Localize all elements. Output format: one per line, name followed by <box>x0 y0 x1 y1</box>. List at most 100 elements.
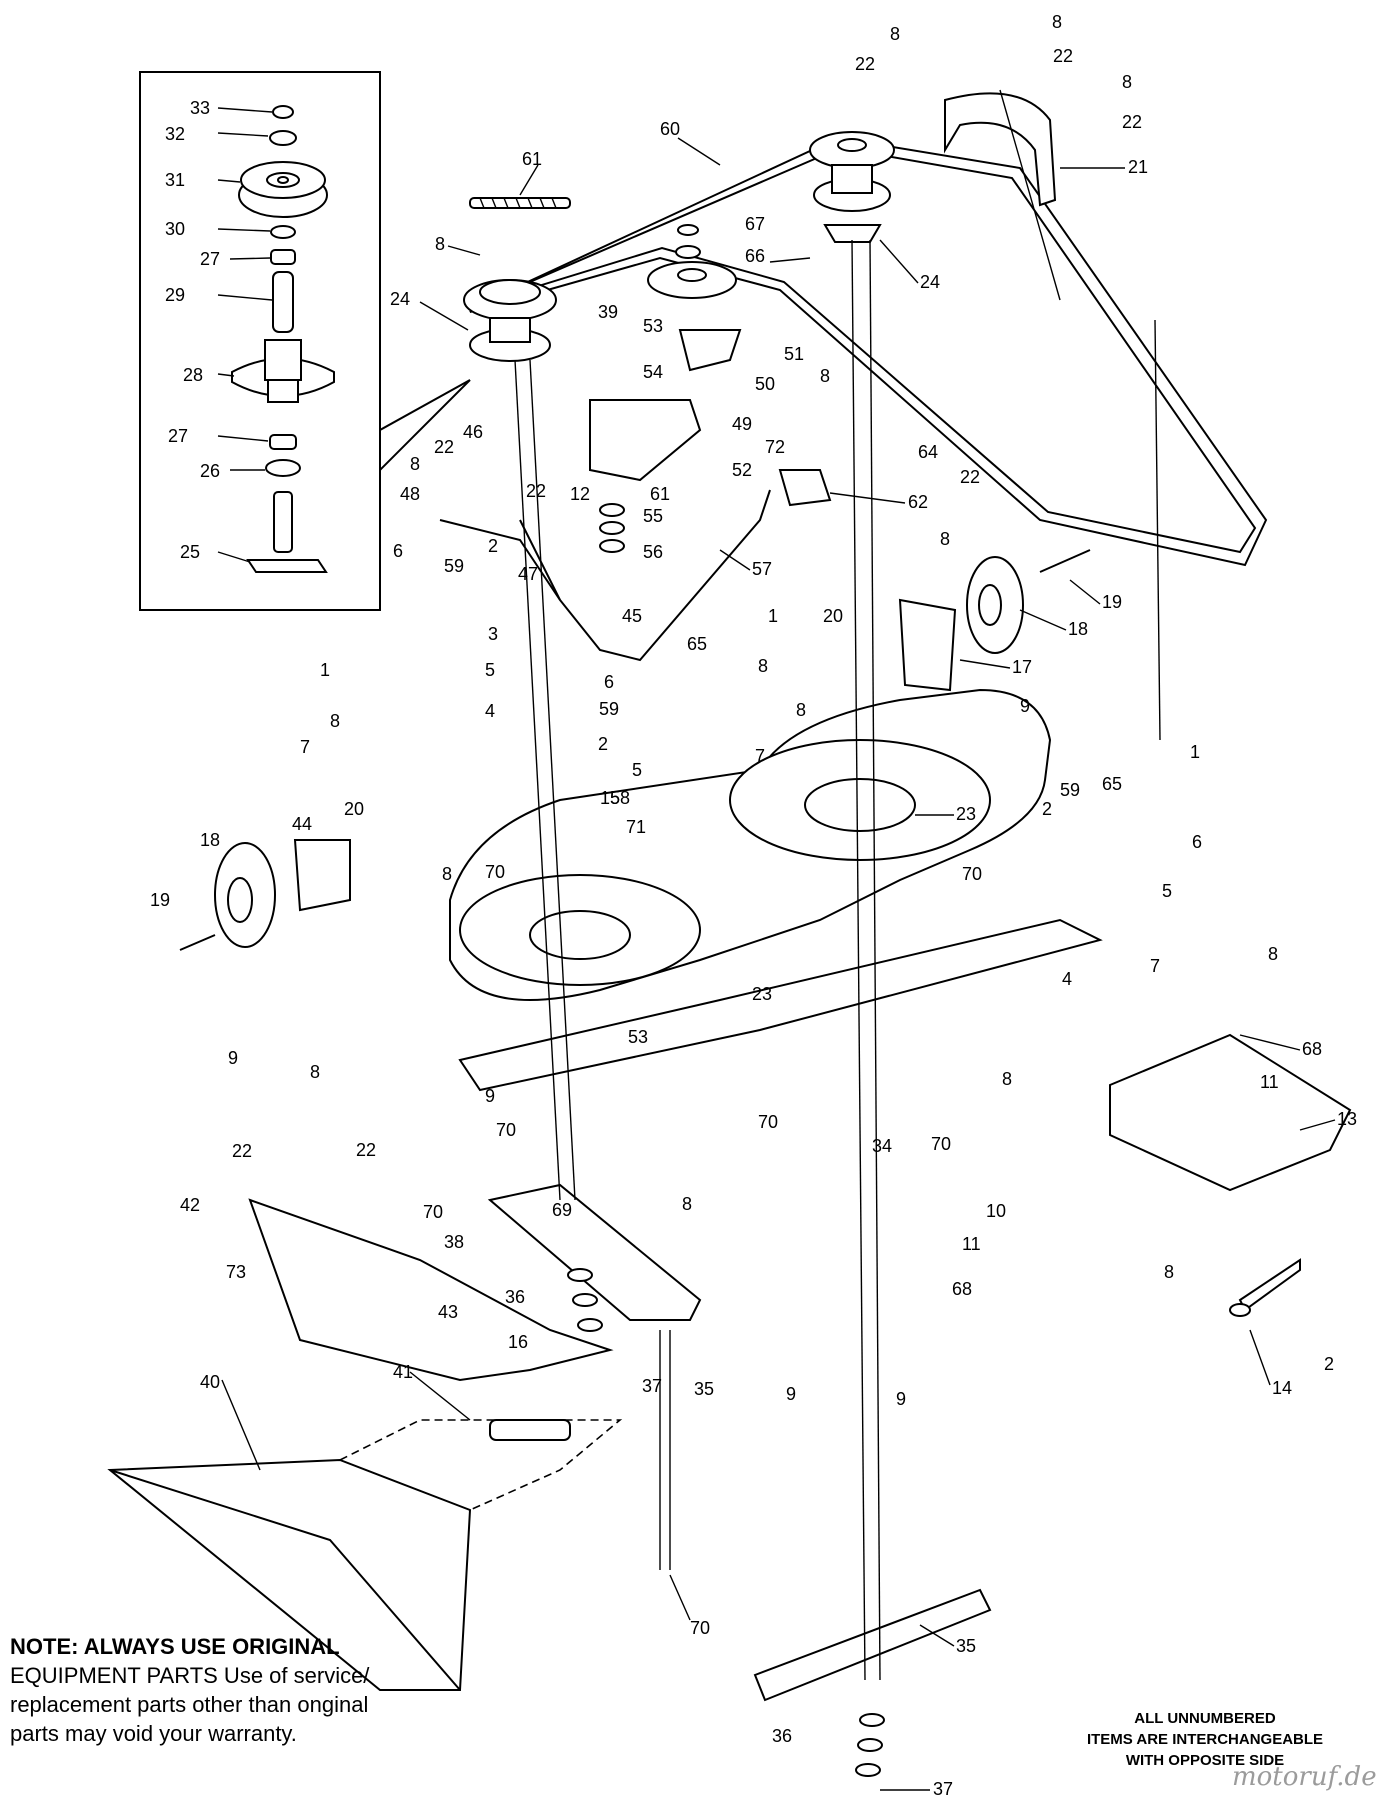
callout-8: 8 <box>442 864 452 884</box>
callout-49: 49 <box>732 414 752 434</box>
callout-67: 67 <box>745 214 765 234</box>
unnumbered-line-2: ITEMS ARE INTERCHANGEABLE <box>1086 1731 1324 1748</box>
callout-61: 61 <box>650 484 670 504</box>
callout-10: 10 <box>986 1201 1006 1221</box>
part-40-chute <box>107 1458 472 1691</box>
drive-belt <box>469 136 1268 567</box>
callout-13: 13 <box>1337 1109 1357 1129</box>
callout-73: 73 <box>226 1262 246 1282</box>
callout-17: 17 <box>1012 657 1032 677</box>
lower-parts <box>107 1033 1352 1777</box>
callout-19: 19 <box>150 890 170 910</box>
callout-43: 43 <box>438 1302 458 1322</box>
unnumbered-line-1: ALL UNNUMBERED <box>1134 1710 1276 1727</box>
deck-housing <box>449 688 1103 1092</box>
callout-8: 8 <box>410 454 420 474</box>
callout-58: 58 <box>610 788 630 808</box>
part-13-baffle <box>1109 1033 1352 1192</box>
callout-1: 1 <box>320 660 330 680</box>
callout-8: 8 <box>1164 1262 1174 1282</box>
callout-72: 72 <box>765 437 785 457</box>
callout-14: 14 <box>1272 1378 1292 1398</box>
callout-25: 25 <box>180 542 200 562</box>
callout-66: 66 <box>745 246 765 266</box>
callout-51: 51 <box>784 344 804 364</box>
callout-2: 2 <box>1324 1354 1334 1374</box>
part-35-blade-upper <box>487 1183 702 1321</box>
callout-18: 18 <box>1068 619 1088 639</box>
part-27b-bearing <box>269 434 297 450</box>
callout-8: 8 <box>435 234 445 254</box>
part-30-washer <box>270 225 296 239</box>
unnumbered-items-note: ALL UNNUMBERED ITEMS ARE INTERCHANGEABLE… <box>1040 1708 1370 1771</box>
callouts: 61 8 24 60 8 22 8 22 8 22 21 67 66 24 39… <box>150 12 1357 1799</box>
callout-23: 23 <box>752 984 772 1004</box>
callout-68: 68 <box>1302 1039 1322 1059</box>
callout-8: 8 <box>796 700 806 720</box>
callout-7: 7 <box>755 746 765 766</box>
watermark: motoruf.de <box>1232 1762 1377 1792</box>
callout-37: 37 <box>933 1779 953 1799</box>
part-49-bracket <box>589 399 702 482</box>
callout-29: 29 <box>165 285 185 305</box>
callout-59: 59 <box>1060 780 1080 800</box>
callout-26: 26 <box>200 461 220 481</box>
callout-22: 22 <box>1053 46 1073 66</box>
note-line-2: replacement parts other than onginal <box>10 1692 369 1717</box>
callout-52: 52 <box>732 460 752 480</box>
callout-8: 8 <box>1122 72 1132 92</box>
callout-56: 56 <box>643 542 663 562</box>
callout-8: 8 <box>940 529 950 549</box>
spindle-inset: 33 32 31 30 27 29 28 27 26 25 <box>139 71 471 611</box>
callout-70: 70 <box>962 864 982 884</box>
part-26-washer <box>265 459 301 477</box>
part-19-bolt-right <box>1039 549 1091 573</box>
part-21-cover <box>944 92 1057 207</box>
warranty-note: NOTE: ALWAYS USE ORIGINAL EQUIPMENT PART… <box>10 1632 430 1748</box>
callout-8: 8 <box>330 711 340 731</box>
callout-15: 15 <box>600 788 620 808</box>
callout-30: 30 <box>165 219 185 239</box>
part-29-spacer <box>272 271 294 333</box>
callout-39: 39 <box>598 302 618 322</box>
wheels <box>179 549 1091 951</box>
callout-42: 42 <box>180 1195 200 1215</box>
callout-2: 2 <box>488 536 498 556</box>
part-50-bracket <box>678 329 742 372</box>
part-17-bracket <box>898 598 957 692</box>
callout-45: 45 <box>622 606 642 626</box>
callout-22: 22 <box>434 437 454 457</box>
callout-27b: 27 <box>168 426 188 446</box>
callout-12: 12 <box>570 484 590 504</box>
callout-37: 37 <box>642 1376 662 1396</box>
callout-6: 6 <box>393 541 403 561</box>
assembly-lines <box>514 89 1161 1681</box>
callout-28: 28 <box>183 365 203 385</box>
callout-70: 70 <box>485 862 505 882</box>
callout-23: 23 <box>956 804 976 824</box>
callout-5: 5 <box>1162 881 1172 901</box>
callout-53: 53 <box>628 1027 648 1047</box>
callout-40: 40 <box>200 1372 220 1392</box>
callout-71: 71 <box>626 817 646 837</box>
unnumbered-line-3: WITH OPPOSITE SIDE <box>1125 1752 1285 1769</box>
note-line-3: parts may void your warranty. <box>10 1721 297 1746</box>
callout-18: 18 <box>200 830 220 850</box>
callout-70: 70 <box>758 1112 778 1132</box>
leaders <box>221 137 1336 1791</box>
linkage <box>439 329 832 662</box>
callout-38: 38 <box>444 1232 464 1252</box>
callout-5: 5 <box>632 760 642 780</box>
callout-9: 9 <box>896 1389 906 1409</box>
callout-8: 8 <box>1268 944 1278 964</box>
callout-11: 11 <box>1260 1072 1279 1092</box>
callout-7: 7 <box>1150 956 1160 976</box>
callout-70: 70 <box>496 1120 516 1140</box>
part-35-blade-lower <box>753 1588 992 1702</box>
callout-19: 19 <box>1102 592 1122 612</box>
callout-54: 54 <box>643 362 663 382</box>
callout-7: 7 <box>300 737 310 757</box>
callout-70: 70 <box>931 1134 951 1154</box>
callout-36: 36 <box>505 1287 525 1307</box>
callout-31: 31 <box>165 170 185 190</box>
